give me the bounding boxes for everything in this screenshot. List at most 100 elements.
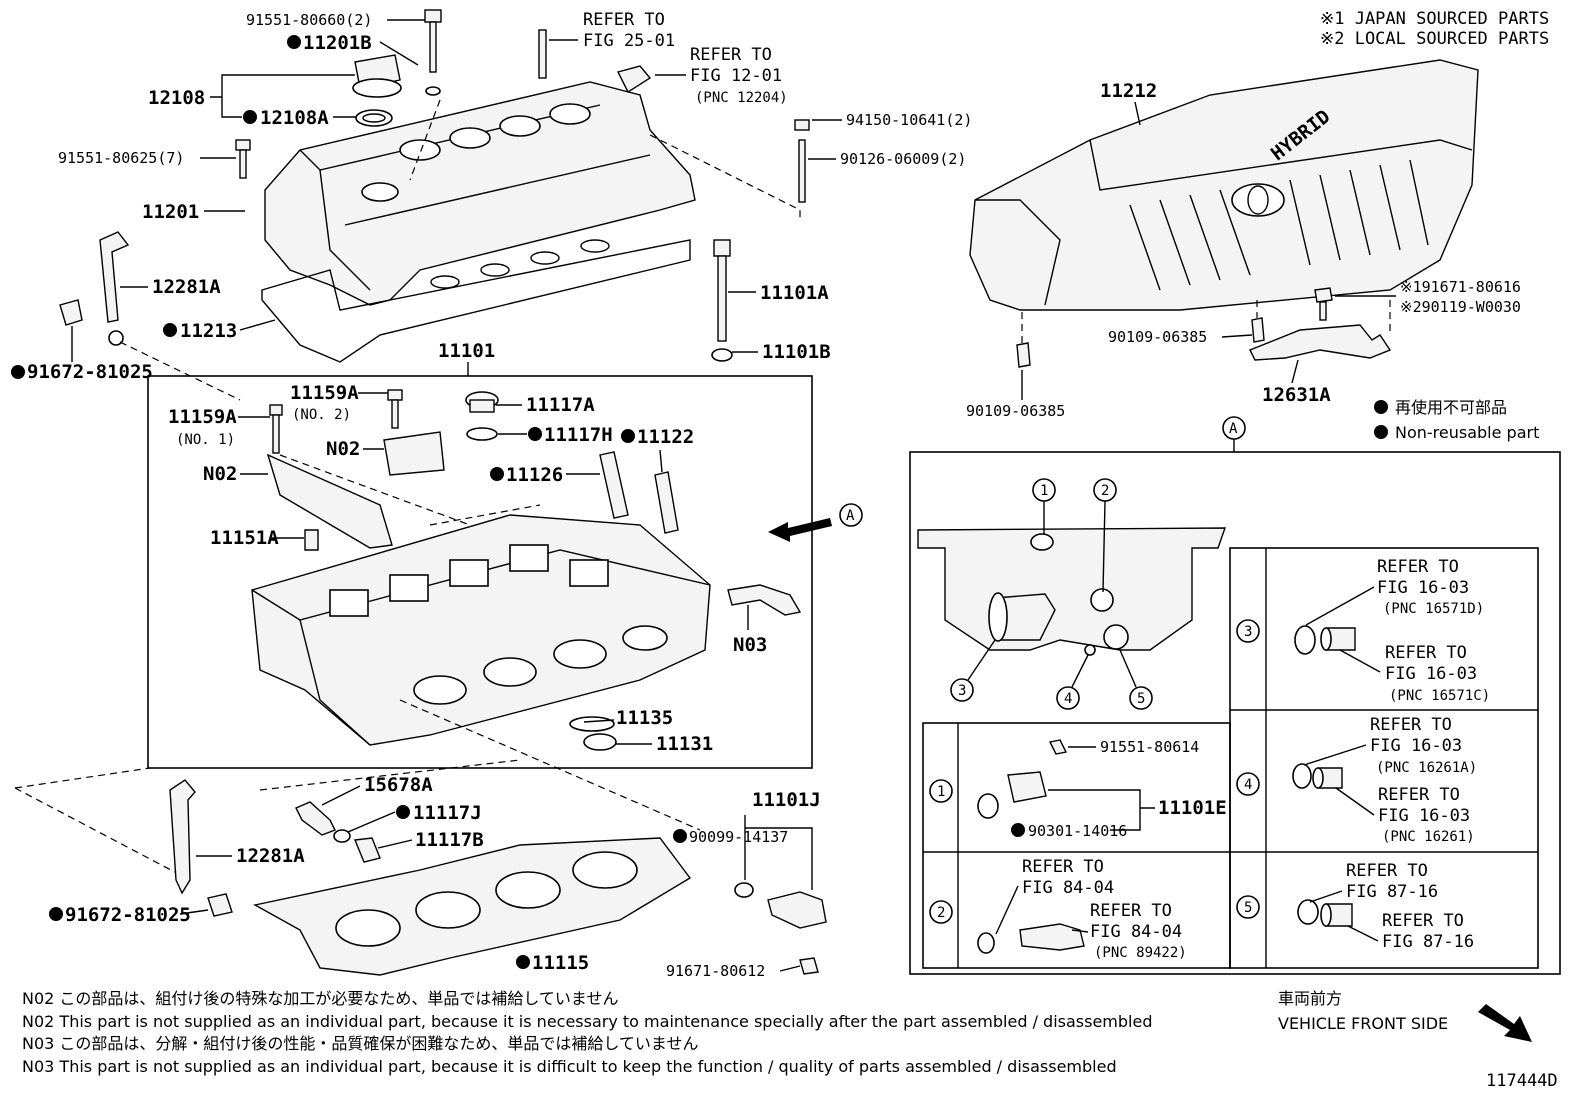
vehicle-front-jp: 車両前方 xyxy=(1278,989,1342,1008)
nonreusable-dot xyxy=(1011,823,1025,837)
refer-fig-25-01-line1: REFER TO xyxy=(583,10,665,30)
nonreusable-dot xyxy=(1374,425,1388,439)
label-11159A-no1-sub: (NO. 1) xyxy=(176,432,235,448)
label-12281A-bottom: 12281A xyxy=(236,845,305,867)
nonreusable-dot xyxy=(243,110,257,124)
label-90099-14137: 90099-14137 xyxy=(689,828,788,846)
refer-fig-12-01-line1: REFER TO xyxy=(690,45,772,65)
svg-text:1: 1 xyxy=(937,784,945,800)
cylinder-head-illustration xyxy=(251,514,711,746)
callout-a-detail: A xyxy=(1229,421,1238,437)
label-91672-81025-top: 91672-81025 xyxy=(27,361,153,383)
refer-d3-line3: REFER TO xyxy=(1382,911,1464,931)
refer-d2-line4: FIG 16-03 xyxy=(1378,806,1470,826)
label-11201: 11201 xyxy=(142,201,199,223)
label-15678A: 15678A xyxy=(364,774,433,796)
refer-d3-line4: FIG 87-16 xyxy=(1382,932,1474,952)
refer-c2-line1: REFER TO xyxy=(1022,857,1104,877)
label-91671-80612: 91671-80612 xyxy=(666,962,765,980)
cover-bolt-icon xyxy=(235,9,810,203)
label-12108: 12108 xyxy=(148,87,205,109)
label-11126: 11126 xyxy=(506,464,563,486)
label-11101A: 11101A xyxy=(760,282,829,304)
label-11159A-no1: 11159A xyxy=(168,406,237,428)
nonreusable-dot xyxy=(49,907,63,921)
label-91551-80614: 91551-80614 xyxy=(1100,738,1199,756)
label-91551-80625: 91551-80625(7) xyxy=(58,149,184,167)
refer-d1-line4: FIG 16-03 xyxy=(1385,664,1477,684)
svg-text:3: 3 xyxy=(1244,624,1252,640)
nonreusable-dot xyxy=(396,805,410,819)
row-callout-5: 5 xyxy=(1236,895,1260,919)
refer-fig-12-01-pnc: (PNC 12204) xyxy=(695,90,788,106)
detail-head-illustration xyxy=(917,527,1226,656)
refer-c2-line4: FIG 84-04 xyxy=(1090,922,1182,942)
label-90109-06385-a: 90109-06385 xyxy=(1108,328,1207,346)
svg-text:2: 2 xyxy=(1101,483,1109,499)
engine-cover-illustration xyxy=(969,59,1479,311)
detail-callout-2: 2 xyxy=(1093,478,1117,593)
label-11135: 11135 xyxy=(616,707,673,729)
label-91551-80660: 91551-80660(2) xyxy=(246,11,372,29)
legend-local-sourced: ※2 LOCAL SOURCED PARTS xyxy=(1320,29,1549,49)
svg-text:3: 3 xyxy=(958,683,966,699)
head-cover-illustration xyxy=(261,81,696,363)
legend-nonreusable-en: Non-reusable part xyxy=(1395,423,1539,442)
label-11159A-no2-sub: (NO. 2) xyxy=(292,407,351,423)
label-11151A: 11151A xyxy=(210,527,279,549)
note-n03-en: N03 This part is not supplied as an indi… xyxy=(22,1057,1117,1076)
label-12631A: 12631A xyxy=(1262,384,1331,406)
svg-text:5: 5 xyxy=(1137,691,1145,707)
label-11101J: 11101J xyxy=(752,789,821,811)
label-11122: 11122 xyxy=(637,426,694,448)
refer-d1-pnc: (PNC 16571D) xyxy=(1383,601,1484,617)
vehicle-front-arrow xyxy=(1478,1004,1532,1042)
detail-callout-1: 1 xyxy=(1032,478,1056,534)
label-12108A: 12108A xyxy=(260,107,329,129)
nonreusable-dot xyxy=(621,429,635,443)
note-n02-jp: N02 この部品は、組付け後の特殊な加工が必要なため、単品では補給していません xyxy=(22,989,618,1008)
cylinder-head-assembly-box xyxy=(147,375,813,769)
svg-text:4: 4 xyxy=(1064,691,1072,707)
label-N03: N03 xyxy=(733,634,767,656)
label-11201B: 11201B xyxy=(303,32,372,54)
refer-fig-12-01-line2: FIG 12-01 xyxy=(690,66,782,86)
refer-d1-line3: REFER TO xyxy=(1385,643,1467,663)
nonreusable-dot xyxy=(163,323,177,337)
nonreusable-dot xyxy=(490,467,504,481)
refer-d3-line2: FIG 87-16 xyxy=(1346,882,1438,902)
label-11213: 11213 xyxy=(180,320,237,342)
label-90119-W0030: ※290119-W0030 xyxy=(1400,298,1521,316)
nonreusable-dot xyxy=(516,955,530,969)
vehicle-front-en: VEHICLE FRONT SIDE xyxy=(1278,1014,1448,1033)
refer-c2-line3: REFER TO xyxy=(1090,901,1172,921)
label-90301-14016: 90301-14016 xyxy=(1028,822,1127,840)
label-N02-lower: N02 xyxy=(203,463,237,485)
refer-c2-line2: FIG 84-04 xyxy=(1022,878,1114,898)
nonreusable-dot xyxy=(528,427,542,441)
refer-d2-pnc2: (PNC 16261) xyxy=(1382,829,1475,845)
detail-callout-5: 5 xyxy=(1119,649,1153,710)
row-callout-2: 2 xyxy=(929,900,953,924)
row-callout-3: 3 xyxy=(1236,619,1260,643)
label-11212: 11212 xyxy=(1100,80,1157,102)
label-90126-06009: 90126-06009(2) xyxy=(840,150,966,168)
refer-d1-line1: REFER TO xyxy=(1377,557,1459,577)
refer-fig-25-01-line2: FIG 25-01 xyxy=(583,31,675,51)
label-11117B: 11117B xyxy=(415,829,484,851)
svg-text:4: 4 xyxy=(1244,777,1252,793)
legend-nonreusable-jp: 再使用不可部品 xyxy=(1395,398,1507,417)
bearing-cap-n02-b xyxy=(383,431,445,476)
view-arrow xyxy=(768,518,832,542)
label-11117H: 11117H xyxy=(544,424,613,446)
row-callout-1: 1 xyxy=(929,779,953,803)
label-91672-81025-bottom: 91672-81025 xyxy=(65,904,191,926)
row-callout-4: 4 xyxy=(1236,772,1260,796)
nonreusable-dot xyxy=(1374,400,1388,414)
label-N02-upper: N02 xyxy=(326,438,360,460)
detail-callout-4: 4 xyxy=(1056,654,1089,710)
note-n03-jp: N03 この部品は、分解・組付け後の性能・品質確保が困難なため、単品では補給して… xyxy=(22,1034,698,1053)
note-n02-en: N02 This part is not supplied as an indi… xyxy=(22,1012,1152,1031)
label-11101E: 11101E xyxy=(1158,797,1227,819)
